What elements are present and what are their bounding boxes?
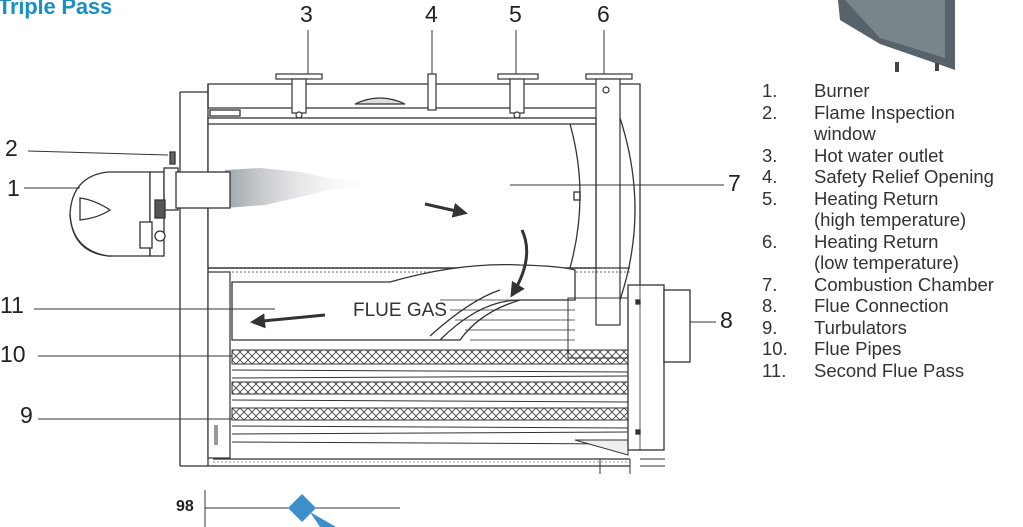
legend-item-number — [762, 209, 814, 231]
boiler-casing — [179, 83, 641, 467]
legend-item: 8. Flue Connection — [762, 295, 994, 317]
legend-item: 9. Turbulators — [762, 317, 994, 339]
legend-item-text: Safety Relief Opening — [814, 166, 994, 187]
legend-item-text: (high temperature) — [814, 209, 967, 230]
legend-item-number: 11. — [762, 359, 787, 381]
legend-item-number: 10. — [762, 338, 788, 359]
callout-number-3: 3 — [300, 1, 313, 27]
boiler-photo-inset — [838, 0, 955, 72]
legend-item-number: 7. — [762, 273, 778, 295]
callout-number-6: 6 — [597, 1, 610, 27]
legend-item-text: Turbulators — [814, 316, 907, 338]
callout-number-11: 11 — [0, 292, 24, 318]
legend-item: 2. Flame Inspection — [762, 102, 994, 124]
legend-item-number: 4. — [762, 166, 778, 187]
legend-item-text: Flue Connection — [814, 295, 949, 316]
legend-item: 5. Heating Return — [762, 188, 994, 210]
legend-item-number — [762, 252, 814, 274]
legend-item-number: 8. — [762, 295, 778, 316]
legend-item-text: (low temperature) — [814, 252, 959, 273]
legend-item-number: 3. — [762, 144, 778, 166]
legend-item: 11. Second Flue Pass — [762, 360, 994, 382]
page-footer-marker — [204, 490, 400, 527]
legend-item: (high temperature) — [762, 209, 994, 231]
flame-illustration — [225, 168, 380, 208]
flue-gas-label: FLUE GAS — [353, 300, 447, 321]
callout-leader-lines — [24, 30, 724, 420]
flow-arrows — [250, 202, 529, 329]
legend-item: 6. Heating Return — [762, 231, 994, 253]
legend-item-number: 5. — [762, 187, 778, 209]
legend-item-text: window — [814, 123, 876, 144]
legend-item-text: Hot water outlet — [814, 144, 944, 166]
callout-number-8: 8 — [720, 307, 733, 333]
top-nozzles — [275, 73, 633, 326]
legend-item: 7. Combustion Chamber — [762, 274, 994, 296]
callout-number-2: 2 — [5, 135, 18, 161]
diagram-title: Triple Pass — [0, 0, 112, 19]
legend-item: 1. Burner — [762, 80, 994, 102]
callout-number-10: 10 — [0, 341, 26, 367]
legend-item-text: Burner — [814, 80, 870, 101]
legend-item-number: 6. — [762, 230, 778, 252]
callout-number-7: 7 — [728, 170, 741, 196]
legend-item-text: Flame Inspection — [814, 101, 955, 123]
legend-item: window — [762, 123, 994, 145]
callout-number-5: 5 — [509, 1, 522, 27]
legend-item-number: 9. — [762, 316, 778, 338]
legend-item-text: Flue Pipes — [814, 338, 902, 359]
legend-item-number — [762, 123, 814, 145]
callout-number-4: 4 — [425, 1, 438, 27]
legend-item-number: 2. — [762, 101, 778, 123]
legend-item-text: Combustion Chamber — [814, 273, 994, 295]
page-number: 98 — [176, 498, 194, 515]
legend-item: (low temperature) — [762, 252, 994, 274]
callout-number-9: 9 — [20, 402, 33, 428]
legend-item: 3. Hot water outlet — [762, 145, 994, 167]
callout-number-1: 1 — [7, 175, 20, 201]
legend-item-text: Heating Return — [814, 187, 939, 209]
second-flue-pass — [207, 263, 576, 459]
legend-item-text: Heating Return — [814, 230, 939, 252]
legend-item-number: 1. — [762, 80, 778, 101]
legend-item-text: Second Flue Pass — [814, 359, 965, 381]
legend-item: 4. Safety Relief Opening — [762, 166, 994, 188]
legend-item: 10. Flue Pipes — [762, 338, 994, 360]
flue-pipes — [231, 349, 665, 474]
flue-connection — [567, 284, 691, 451]
burner-assembly — [69, 151, 231, 257]
